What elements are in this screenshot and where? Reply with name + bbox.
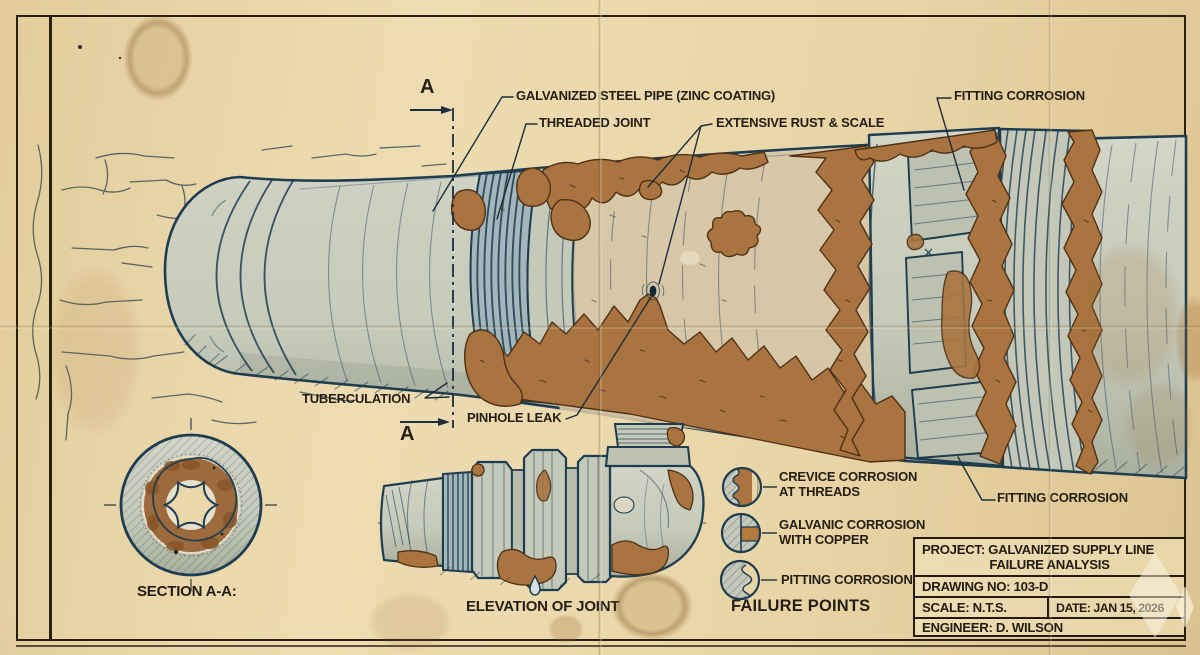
water-drip-icon [529, 574, 541, 596]
pinhole-leak-mark [641, 281, 665, 301]
rust-patches [450, 129, 1103, 475]
title-block-scale: SCALE: N.T.S. [922, 600, 1007, 615]
section-marker-a-bottom: A [400, 423, 415, 445]
project-title-line2: FAILURE ANALYSIS [989, 557, 1110, 572]
legend-galvanic-line2: WITH COPPER [779, 531, 869, 547]
shadow-hatching [184, 334, 1185, 478]
title-block: PROJECT: GALVANIZED SUPPLY LINE FAILURE … [913, 537, 1186, 637]
elevation-view-title: ELEVATION OF JOINT [466, 598, 620, 615]
legend-item-pitting: PITTING CORROSION [781, 572, 913, 588]
legend-pitting-line1: PITTING CORROSION [781, 572, 913, 587]
title-block-date: DATE: JAN 15, 2026 [1047, 598, 1184, 617]
project-title-line1: PROJECT: GALVANIZED SUPPLY LINE [922, 542, 1155, 557]
main-pipe [163, 126, 1188, 480]
callout-fitting-corrosion-bottom: FITTING CORROSION [997, 490, 1128, 505]
callout-threaded-joint: THREADED JOINT [539, 115, 651, 130]
ink-specks [78, 45, 122, 60]
callout-leader-lines [424, 96, 996, 501]
pipe-fitting [867, 126, 1004, 468]
legend-item-galvanic: GALVANIC CORROSION WITH COPPER [779, 517, 926, 547]
legend-galvanic-line1: GALVANIC CORROSION [779, 517, 926, 532]
wall-sketch [32, 144, 447, 441]
title-block-engineer: ENGINEER: D. WILSON [915, 617, 1184, 635]
callout-tuberculation: TUBERCULATION [302, 391, 411, 406]
title-block-scale-date-row: SCALE: N.T.S. DATE: JAN 15, 2026 [915, 596, 1184, 617]
legend-title: FAILURE POINTS [731, 597, 871, 615]
callout-galvanized-pipe: GALVANIZED STEEL PIPE (ZINC COATING) [516, 88, 776, 103]
legend-crevice-line2: AT THREADS [779, 483, 860, 499]
elevation-view [378, 423, 706, 596]
pipe-end-cap [209, 178, 297, 376]
callout-fitting-corrosion-top: FITTING CORROSION [954, 88, 1085, 103]
legend-item-crevice: CREVICE CORROSION AT THREADS [779, 469, 918, 499]
bottom-double-line [16, 645, 1186, 647]
section-marker-a-top: A [420, 76, 435, 98]
left-margin-line [49, 15, 52, 641]
title-block-project-row: PROJECT: GALVANIZED SUPPLY LINE FAILURE … [915, 539, 1184, 575]
callout-extensive-rust: EXTENSIVE RUST & SCALE [716, 115, 885, 130]
title-block-drawing-no: DRAWING NO: 103-D [915, 575, 1184, 596]
rust-speckles [479, 169, 1093, 439]
section-view [104, 418, 278, 592]
legend-symbols [719, 466, 777, 601]
legend-crevice-line1: CREVICE CORROSION [779, 469, 918, 484]
section-cut-line [400, 106, 454, 428]
callout-pinhole-leak: PINHOLE LEAK [467, 410, 562, 425]
section-view-title: SECTION A-A: [137, 583, 237, 600]
